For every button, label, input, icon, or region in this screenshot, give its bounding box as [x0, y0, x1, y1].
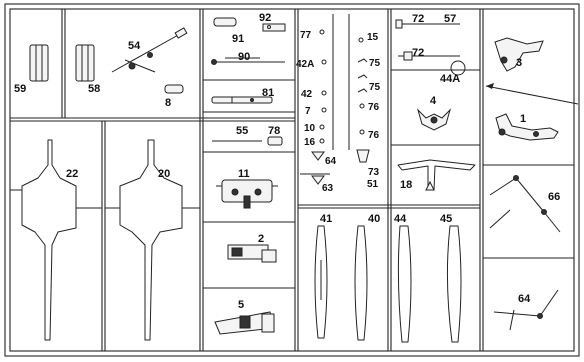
label-40: 40: [368, 213, 380, 225]
part-4: 4: [416, 95, 452, 131]
label-72b: 72: [412, 47, 424, 59]
label-64b: 64: [518, 293, 531, 305]
sprue-frame: [4, 3, 580, 357]
part-8: 8: [164, 84, 184, 109]
label-64a: 64: [325, 156, 337, 167]
part-18: 18: [397, 159, 476, 191]
part-3: 3: [494, 37, 544, 72]
part-66: 66: [489, 175, 561, 233]
label-18: 18: [400, 179, 412, 191]
label-1: 1: [520, 113, 526, 125]
label-57: 57: [444, 13, 456, 25]
label-2: 2: [258, 233, 264, 245]
part-45: 45: [440, 213, 462, 343]
center-small-parts: 77 15 42A 75 75 42 76 7 10 76 16 64 73 6…: [296, 14, 381, 194]
label-8: 8: [165, 97, 171, 109]
label-92: 92: [259, 12, 271, 24]
label-75a: 75: [369, 58, 381, 69]
label-73: 73: [368, 167, 380, 178]
label-54: 54: [128, 40, 141, 52]
label-78: 78: [268, 125, 280, 137]
part-64: 64: [493, 289, 559, 331]
label-75b: 75: [369, 82, 381, 93]
label-7: 7: [305, 106, 311, 117]
label-59: 59: [14, 83, 26, 95]
label-90: 90: [238, 51, 250, 63]
label-72a: 72: [412, 13, 424, 25]
part-5: 5: [214, 299, 275, 335]
label-20: 20: [158, 168, 170, 180]
part-44a: 44A: [440, 60, 466, 85]
label-44a: 44A: [440, 73, 460, 85]
label-58: 58: [88, 83, 100, 95]
label-66: 66: [548, 191, 560, 203]
label-76b: 76: [368, 130, 380, 141]
label-41: 41: [320, 213, 332, 225]
label-16: 16: [304, 137, 316, 148]
label-15: 15: [367, 32, 379, 43]
part-1: 1: [495, 113, 559, 141]
label-4: 4: [430, 95, 437, 107]
label-42a: 42A: [296, 59, 314, 70]
label-51: 51: [367, 179, 379, 190]
part-20: 20: [105, 139, 200, 341]
part-2: 2: [227, 233, 277, 263]
part-90: 90: [211, 51, 285, 65]
pointer-arrow: [485, 83, 579, 105]
label-5: 5: [238, 299, 244, 311]
part-57: 57: [444, 13, 456, 25]
label-11: 11: [238, 168, 250, 180]
part-72-top: 72: [395, 13, 460, 29]
part-22: 22: [10, 139, 102, 341]
label-81: 81: [262, 87, 274, 99]
label-22: 22: [66, 168, 78, 180]
label-45: 45: [440, 213, 452, 225]
part-78: 78: [267, 125, 283, 146]
part-11: 11: [216, 168, 278, 209]
label-55: 55: [236, 125, 248, 137]
part-92: 92: [259, 12, 286, 32]
label-44: 44: [394, 213, 407, 225]
part-58: 58: [75, 44, 100, 95]
part-55: 55: [212, 125, 262, 142]
part-81: 81: [211, 87, 274, 104]
label-42: 42: [301, 89, 313, 100]
part-91: 91: [213, 17, 244, 45]
label-3: 3: [516, 57, 522, 69]
label-77: 77: [300, 30, 312, 41]
part-40: 40: [354, 213, 380, 341]
label-10: 10: [304, 123, 316, 134]
part-41: 41: [314, 213, 332, 339]
label-91: 91: [232, 33, 244, 45]
part-72-mid: 72: [398, 47, 460, 61]
part-59: 59: [14, 44, 49, 95]
part-54: 54: [111, 27, 188, 73]
label-63: 63: [322, 183, 334, 194]
label-76a: 76: [368, 102, 380, 113]
part-44: 44: [394, 213, 412, 343]
